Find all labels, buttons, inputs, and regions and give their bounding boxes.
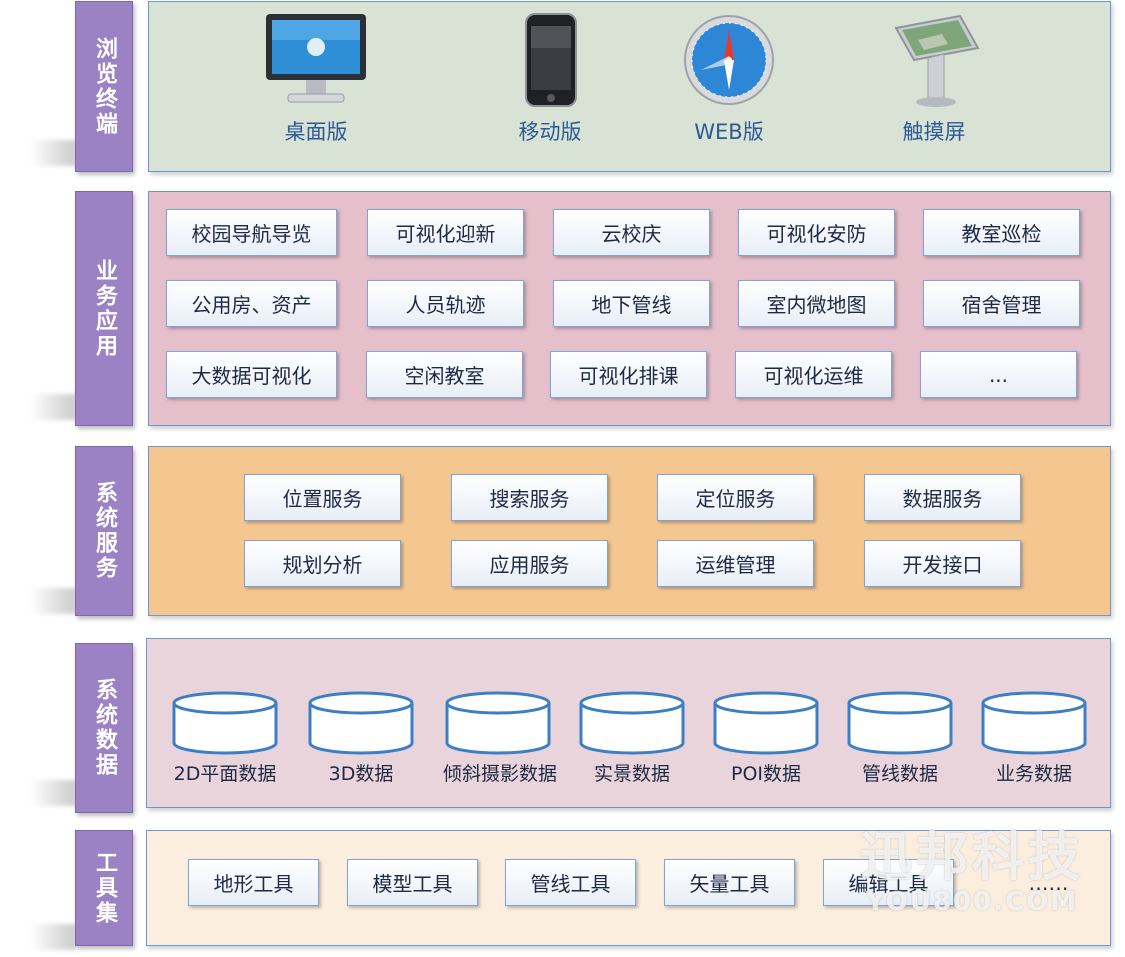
data-store[interactable]: 倾斜摄影数据	[443, 691, 558, 786]
app-button[interactable]: 云校庆	[553, 209, 710, 256]
service-button[interactable]: 应用服务	[451, 540, 608, 587]
terminal-label: 触摸屏	[902, 120, 966, 144]
database-icon	[579, 691, 685, 755]
terminal-web[interactable]: WEB版	[654, 12, 804, 146]
terminal-touchscreen[interactable]: 触摸屏	[859, 12, 1009, 146]
layer-label-system-services: 系统服务	[75, 446, 133, 616]
data-store-label: 倾斜摄影数据	[443, 763, 558, 785]
app-button[interactable]: 教室巡检	[923, 209, 1080, 256]
tool-button-more[interactable]: ……	[1028, 870, 1069, 895]
service-button[interactable]: 运维管理	[657, 540, 814, 587]
system-data-panel: 2D平面数据 3D数据 倾斜摄影数据 实景数据 POI数据	[146, 638, 1111, 808]
data-store-label: 管线数据	[861, 763, 938, 785]
service-button[interactable]: 规划分析	[244, 540, 401, 587]
browse-terminal-panel: 桌面版 移动版 WEB版 触摸屏	[148, 1, 1111, 172]
monitor-icon	[266, 14, 366, 103]
layer-label-system-data: 系统数据	[75, 643, 133, 813]
business-apps-panel: 校园导航导览 可视化迎新 云校庆 可视化安防 教室巡检 公用房、资产 人员轨迹 …	[148, 191, 1111, 426]
terminal-mobile[interactable]: 移动版	[475, 12, 625, 146]
data-store[interactable]: 业务数据	[979, 691, 1089, 786]
database-icon	[308, 691, 414, 755]
service-button[interactable]: 开发接口	[864, 540, 1021, 587]
compass-icon	[684, 15, 774, 105]
app-button[interactable]: 宿舍管理	[923, 280, 1080, 327]
app-button[interactable]: 空闲教室	[366, 351, 523, 398]
terminal-label: 桌面版	[284, 120, 348, 144]
toolset-panel: 地形工具 模型工具 管线工具 矢量工具 编辑工具 ……	[146, 830, 1111, 946]
app-button[interactable]: ...	[920, 351, 1077, 398]
tool-button[interactable]: 编辑工具	[823, 859, 954, 906]
app-button[interactable]: 校园导航导览	[166, 209, 337, 256]
app-button[interactable]: 可视化安防	[738, 209, 895, 256]
layer-label-toolset: 工具集	[75, 830, 133, 946]
app-button[interactable]: 可视化迎新	[367, 209, 524, 256]
data-store-label: POI数据	[730, 763, 802, 785]
data-store[interactable]: 2D平面数据	[170, 691, 280, 786]
data-store-label: 3D数据	[328, 763, 394, 785]
phone-icon	[525, 13, 577, 107]
data-store[interactable]: 3D数据	[306, 691, 416, 786]
tool-button[interactable]: 模型工具	[347, 859, 478, 906]
app-button[interactable]: 室内微地图	[738, 280, 895, 327]
terminal-label: 移动版	[518, 120, 582, 144]
service-button[interactable]: 位置服务	[244, 474, 401, 521]
layer-label-browse-terminal: 浏览终端	[75, 1, 133, 172]
app-button[interactable]: 地下管线	[553, 280, 710, 327]
app-button[interactable]: 人员轨迹	[367, 280, 524, 327]
tool-button[interactable]: 矢量工具	[664, 859, 795, 906]
terminal-label: WEB版	[694, 120, 764, 144]
tool-button[interactable]: 地形工具	[188, 859, 319, 906]
database-icon	[172, 691, 278, 755]
tool-button[interactable]: 管线工具	[505, 859, 636, 906]
data-store-label: 2D平面数据	[173, 763, 277, 785]
app-button[interactable]: 可视化运维	[735, 351, 892, 398]
app-button[interactable]: 公用房、资产	[166, 280, 337, 327]
service-button[interactable]: 数据服务	[864, 474, 1021, 521]
database-icon	[445, 691, 551, 755]
database-icon	[981, 691, 1087, 755]
service-button[interactable]: 定位服务	[657, 474, 814, 521]
app-button[interactable]: 大数据可视化	[166, 351, 337, 398]
app-button[interactable]: 可视化排课	[550, 351, 707, 398]
layer-label-business-apps: 业务应用	[75, 191, 133, 426]
system-services-panel: 位置服务 搜索服务 定位服务 数据服务 规划分析 应用服务 运维管理 开发接口	[148, 446, 1111, 616]
data-store[interactable]: 管线数据	[845, 691, 955, 786]
database-icon	[847, 691, 953, 755]
data-store-label: 业务数据	[995, 763, 1072, 785]
service-button[interactable]: 搜索服务	[451, 474, 608, 521]
data-store[interactable]: POI数据	[711, 691, 821, 786]
database-icon	[713, 691, 819, 755]
data-store[interactable]: 实景数据	[577, 691, 687, 786]
terminal-desktop[interactable]: 桌面版	[241, 12, 391, 146]
data-store-label: 实景数据	[593, 763, 670, 785]
kiosk-icon	[894, 14, 980, 107]
